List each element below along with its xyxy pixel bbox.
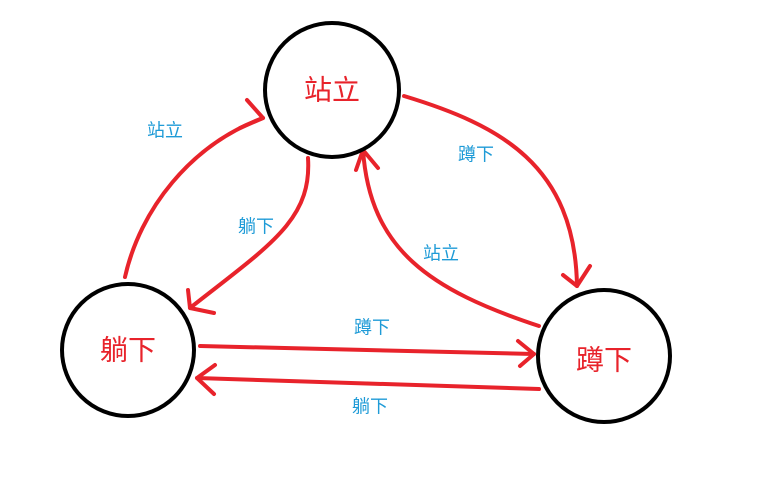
edge-stand-to-crouch	[402, 94, 592, 288]
edge-label-crouch-to-stand: 站立	[423, 244, 459, 265]
state-node-stand: 站立	[263, 21, 401, 159]
edge-label-lie-to-crouch: 蹲下	[354, 318, 390, 339]
edge-crouch-to-lie	[195, 363, 541, 396]
edge-stand-to-lie	[186, 156, 311, 315]
state-label-stand: 站立	[304, 74, 360, 107]
edge-lie-to-crouch	[198, 339, 536, 368]
edge-label-stand-to-lie: 躺下	[238, 217, 274, 238]
edge-label-lie-to-stand: 站立	[147, 121, 183, 142]
edge-label-crouch-to-lie: 躺下	[352, 397, 388, 418]
edge-lie-to-stand	[123, 98, 265, 279]
state-node-crouch: 蹲下	[536, 288, 672, 424]
state-label-crouch: 蹲下	[576, 344, 632, 377]
state-node-lie: 躺下	[60, 282, 196, 418]
edge-crouch-to-stand	[354, 148, 541, 328]
edge-label-stand-to-crouch: 蹲下	[458, 145, 494, 166]
state-label-lie: 躺下	[100, 334, 156, 367]
